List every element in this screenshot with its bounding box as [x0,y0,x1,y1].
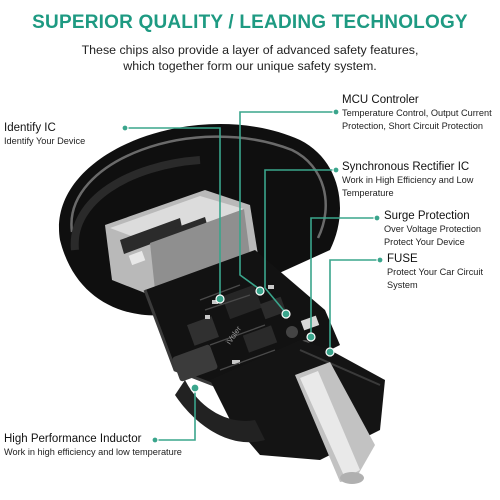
rectifier-desc-1: Work in High Efficiency and Low [342,175,474,185]
leader-inductor [155,390,196,441]
leader-dots [121,108,384,444]
rectifier-desc-2: Temperature [342,188,394,198]
feature-mcu: MCU Controler Temperature Control, Outpu… [342,93,492,133]
dot-mcu-end [332,108,340,116]
fuse-desc-1: Protect Your Car Circuit [387,267,483,277]
identify-ic-title: Identify IC [4,122,56,134]
dot-surge-chip [306,332,316,342]
dot-identify-end [121,124,129,132]
feature-fuse: FUSE Protect Your Car Circuit System [387,252,483,292]
feature-inductor: High Performance Inductor Work in high e… [4,432,182,459]
headline: SUPERIOR QUALITY / LEADING TECHNOLOGY [32,12,468,33]
inductor-desc: Work in high efficiency and low temperat… [4,447,182,457]
identify-ic-desc: Identify Your Device [4,136,86,146]
mcu-desc-2: Protection, Short Circuit Protection [342,121,483,131]
dot-mcu-chip [255,286,265,296]
subtitle-line-2: which together form our unique safety sy… [123,59,377,73]
surge-title: Surge Protection [384,210,470,222]
leader-rectifier [264,169,336,313]
subtitle: These chips also provide a layer of adva… [40,42,460,74]
rectifier-title: Synchronous Rectifier IC [342,161,470,173]
dot-inductor-end [151,436,159,444]
dot-inductor-chip [190,383,200,393]
charger-tip [295,362,375,484]
dot-identify-chip [215,294,225,304]
leader-surge [310,217,377,335]
leader-identify [125,127,221,297]
mcu-title: MCU Controler [342,94,419,106]
leader-fuse [329,259,380,350]
dot-rectifier-end [332,166,340,174]
subtitle-line-1: These chips also provide a layer of adva… [81,43,419,57]
dot-fuse-chip [325,347,335,357]
feature-identify-ic: Identify IC Identify Your Device [4,121,85,148]
surge-desc-2: Protect Your Device [384,237,465,247]
dot-fuse-end [376,256,384,264]
charger-ring-highlight [70,135,327,239]
feature-rectifier: Synchronous Rectifier IC Work in High Ef… [342,160,473,200]
fuse-desc-2: System [387,280,418,290]
dot-surge-end [373,214,381,222]
surge-desc-1: Over Voltage Protection [384,224,482,234]
feature-surge: Surge Protection Over Voltage Protection… [384,209,481,249]
dot-rectifier-chip [281,309,291,319]
inductor-title: High Performance Inductor [4,433,142,445]
mcu-desc-1: Temperature Control, Output Current [342,108,492,118]
leader-lines [125,111,380,441]
fuse-title: FUSE [387,253,418,265]
leader-mcu [239,111,336,289]
